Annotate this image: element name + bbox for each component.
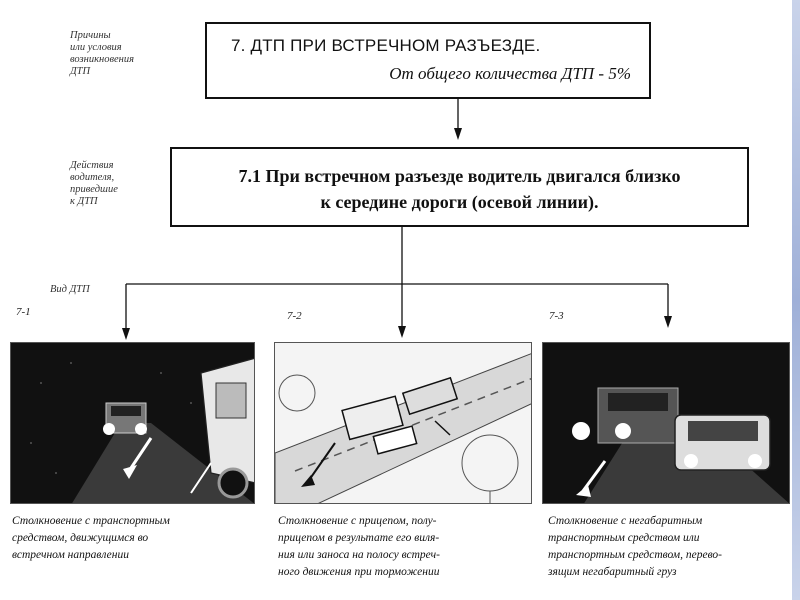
night-oversized-vehicle-image [543,343,790,504]
arrowhead-type1 [122,328,130,340]
arrowhead-type3 [664,316,672,328]
case-code-3: 7-3 [549,310,564,322]
label-accident-type: Вид ДТП [50,284,90,296]
illustration-case-1 [10,342,255,504]
slide-edge-decoration [792,0,800,600]
header-box: 7. ДТП ПРИ ВСТРЕЧНОМ РАЗЪЕЗДЕ. От общего… [205,22,651,99]
arrowhead-1 [454,128,462,140]
label-reasons: Причины или условия возникновения ДТП [70,30,134,78]
illustration-case-2 [274,342,532,504]
case-code-1: 7-1 [16,306,31,318]
arrowhead-type2 [398,326,406,338]
illustration-case-3 [542,342,790,504]
cause-box: 7.1 При встречном разъезде водитель двиг… [170,147,749,227]
label-actions: Действия водителя, приведшие к ДТП [70,160,118,208]
cause-text: 7.1 При встречном разъезде водитель двиг… [178,163,741,215]
caption-case-1: Столкновение с транспортным средством, д… [12,513,262,564]
trailer-sway-image [275,343,532,504]
case-code-2: 7-2 [287,310,302,322]
caption-case-3: Столкновение с негабаритным транспортным… [548,513,788,581]
caption-case-2: Столкновение с прицепом, полу- прицепом … [278,513,538,581]
header-subtitle: От общего количества ДТП - 5% [389,64,631,84]
header-title: 7. ДТП ПРИ ВСТРЕЧНОМ РАЗЪЕЗДЕ. [231,36,540,56]
night-truck-collision-image [11,343,255,504]
